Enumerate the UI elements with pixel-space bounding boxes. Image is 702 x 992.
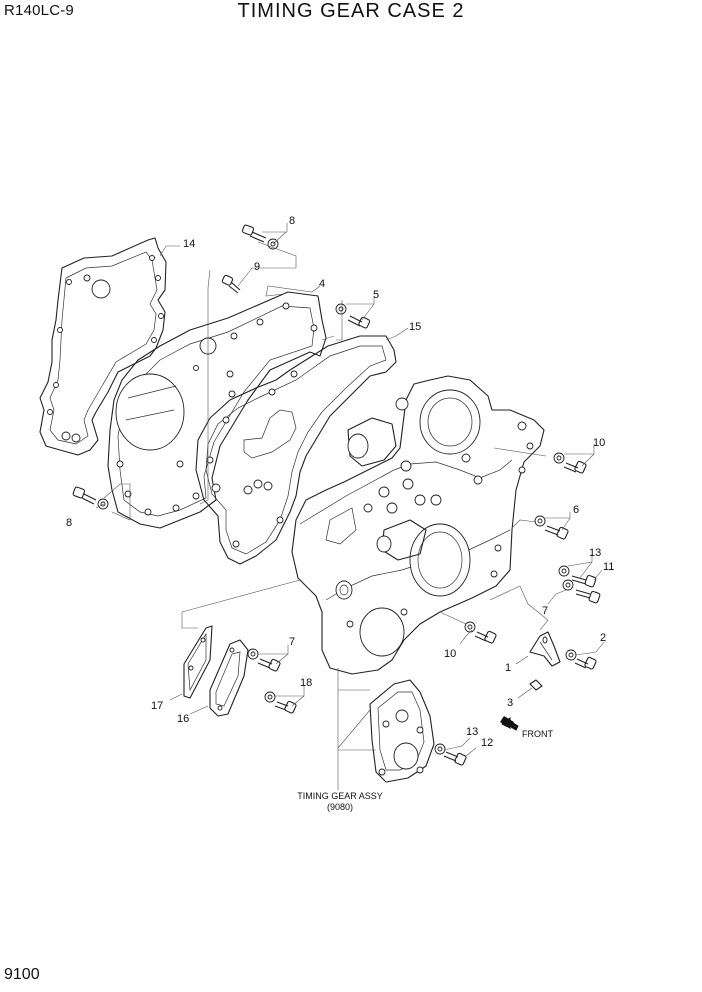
- assy-name-label: TIMING GEAR ASSY: [297, 791, 383, 801]
- callout-12: 12: [481, 737, 493, 749]
- gasket-17: [183, 625, 213, 699]
- callout-18: 18: [300, 677, 312, 689]
- callout-11: 11: [603, 561, 614, 573]
- callout-2: 2: [600, 632, 606, 644]
- callout-6: 6: [573, 504, 579, 516]
- bolt-11-13-7: [558, 565, 601, 604]
- model-code: R140LC-9: [4, 2, 74, 19]
- callout-8-left: 8: [66, 517, 72, 529]
- assy-code-label: (9080): [327, 802, 353, 812]
- callout-15: 15: [409, 321, 421, 333]
- callout-8-top: 8: [289, 215, 295, 227]
- bolt-2: [565, 649, 597, 670]
- callout-1: 1: [505, 662, 511, 674]
- front-label: FRONT: [522, 729, 553, 739]
- bolt-12-13: [434, 743, 467, 766]
- callout-10-lower: 10: [444, 648, 456, 660]
- bolt-6: [534, 515, 569, 540]
- timing-gear-case: [291, 375, 545, 675]
- callout-10-right: 10: [593, 437, 605, 449]
- pin-3: [529, 679, 543, 691]
- bolt-5: [335, 303, 371, 329]
- cover-16: [209, 639, 249, 717]
- page-number: 9100: [4, 966, 40, 983]
- bolt-7-lower: [247, 648, 281, 672]
- bracket-1: [529, 631, 561, 667]
- callout-7-lower: 7: [289, 636, 295, 648]
- bolt-18: [264, 691, 297, 714]
- front-plate-4: [107, 291, 327, 529]
- callout-13-right: 13: [589, 547, 601, 559]
- bolt-8-top: [241, 224, 279, 250]
- callout-14: 14: [183, 238, 195, 250]
- leader-lines: [95, 223, 605, 790]
- front-arrow-icon: [500, 716, 519, 731]
- gasket-14: [39, 237, 167, 456]
- bolt-9: [221, 274, 241, 294]
- callout-5: 5: [373, 289, 379, 301]
- bolt-10-right: [553, 452, 587, 474]
- bolt-10-lower: [464, 621, 497, 644]
- callout-9: 9: [254, 261, 260, 273]
- callout-4: 4: [319, 278, 325, 290]
- callout-13-lower: 13: [466, 726, 478, 738]
- callout-3: 3: [507, 697, 513, 709]
- pump-cover: [369, 679, 435, 783]
- callout-7-right: 7: [542, 605, 548, 617]
- bolt-8-left: [72, 486, 109, 510]
- callout-17: 17: [151, 700, 163, 712]
- callout-16: 16: [177, 713, 189, 725]
- page-title: TIMING GEAR CASE 2: [237, 0, 465, 22]
